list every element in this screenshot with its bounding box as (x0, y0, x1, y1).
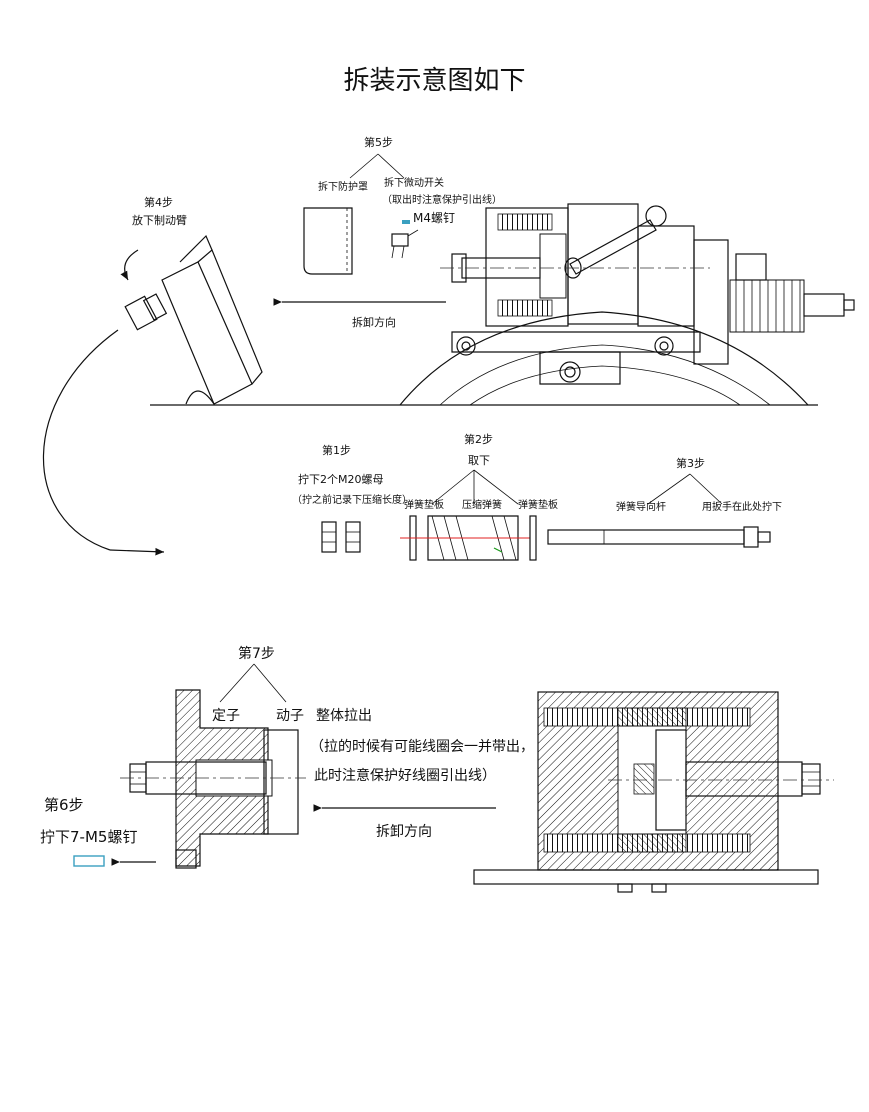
pull-note-line1: （拉的时候有可能线圈会一并带出， (310, 739, 534, 755)
middle-parts-section: 第1步 拧下2个M20螺母 （拧之前记录下压缩长度） 第2步 取下 弹簧垫板 压… (292, 432, 782, 561)
step5-label: 第5步 (364, 135, 393, 149)
disassembly-direction-label-bottom: 拆卸方向 (376, 824, 432, 840)
assembled-actuator-section (473, 691, 834, 893)
step7-branch-lines (219, 663, 287, 703)
pull-note-line2: 此时注意保护好线圈引出线） (314, 767, 496, 784)
step4-label: 第4步 (144, 195, 173, 209)
step1-record-length-note: （拧之前记录下压缩长度） (292, 493, 412, 506)
m4-screw-label: M4螺钉 (413, 211, 455, 225)
m20-nuts (321, 521, 361, 553)
step5-protect-leads-note: （取出时注意保护引出线） (382, 193, 502, 206)
step7-label: 第7步 (238, 645, 275, 662)
step2-remove: 取下 (468, 454, 490, 467)
pull-out-label: 整体拉出 (316, 708, 372, 724)
stator-label: 定子 (212, 708, 240, 724)
stator-rotor-exploded (120, 689, 306, 869)
large-curve-arrow (42, 329, 119, 551)
step5-remove-cover: 拆下防护罩 (318, 180, 368, 193)
step1-unscrew-nuts: 拧下2个M20螺母 (298, 472, 384, 486)
bottom-section: 第7步 定子 动子 整体拉出 （拉的时候有可能线圈会一并带出， 此时注意保护好线… (40, 645, 834, 893)
spring-plate-left-label: 弹簧垫板 (404, 498, 444, 511)
brake-arm (124, 234, 263, 405)
compression-spring-label: 压缩弹簧 (462, 498, 502, 511)
spring-plate-right (529, 515, 537, 561)
page-title: 拆装示意图如下 (343, 66, 526, 96)
spring-guide-rod (547, 526, 771, 548)
step3-label: 第3步 (676, 456, 705, 470)
protective-cover (303, 207, 353, 275)
disassembly-direction-label-top: 拆卸方向 (352, 315, 396, 329)
compression-spring (400, 515, 530, 561)
step6-label: 第6步 (44, 796, 84, 814)
brake-actuator (451, 203, 855, 385)
step3-branch-lines (647, 473, 723, 505)
guide-rod-label: 弹簧导向杆 (616, 500, 666, 513)
step6-remove-screws: 拧下7-M5螺钉 (40, 828, 137, 846)
step5-branch-lines (349, 153, 405, 179)
spring-plate-right-label: 弹簧垫板 (518, 498, 558, 511)
curve-arrow-tail (109, 547, 165, 556)
step4-lower-arm: 放下制动臂 (132, 213, 187, 227)
arm-bolt (124, 293, 168, 331)
micro-switch (391, 220, 419, 259)
step2-branch-lines (431, 469, 519, 505)
step5-remove-switch: 拆下微动开关 (384, 176, 444, 189)
m4-screw-icon (402, 220, 410, 224)
top-assembly-section: 第5步 拆下防护罩 拆下微动开关 （取出时注意保护引出线） M4螺钉 第4步 放… (42, 135, 855, 556)
step2-label: 第2步 (464, 432, 493, 446)
wrench-here-label: 用扳手在此处拧下 (702, 500, 782, 513)
rotate-arrow-icon (120, 249, 139, 281)
step1-label: 第1步 (322, 443, 351, 457)
m5-screw-icon (73, 855, 105, 867)
brake-drum-outline (399, 311, 809, 406)
rotor-label: 动子 (276, 708, 304, 724)
